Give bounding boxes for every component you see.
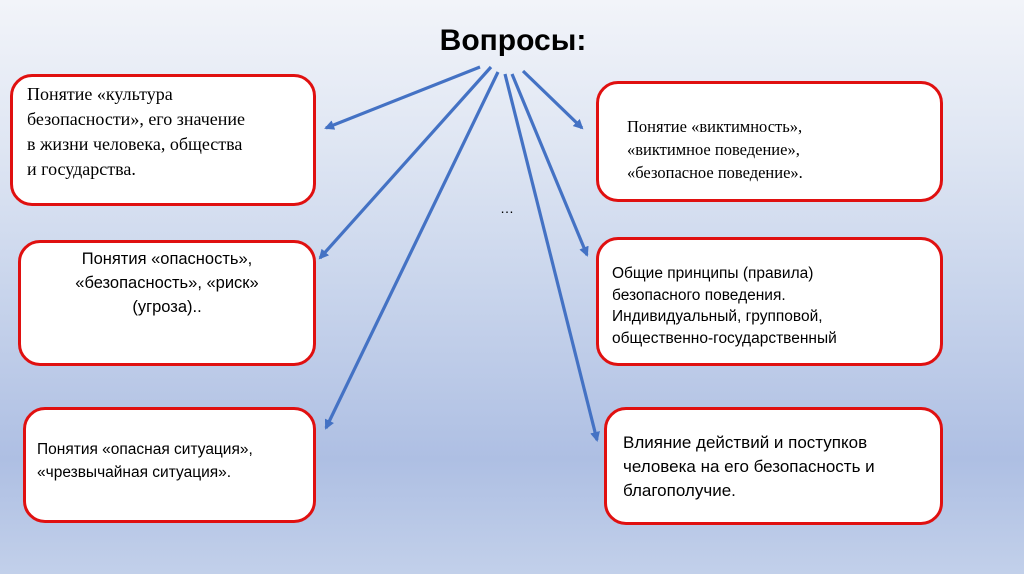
arrow-to-actions-influence [503, 73, 600, 442]
box-victimhood: Понятие «виктимность», «виктимное поведе… [596, 81, 943, 202]
box-text: Понятие «виктимность», «виктимное поведе… [627, 117, 803, 182]
arrow-to-victimhood [521, 69, 584, 130]
box-text: Понятия «опасная ситуация», «чрезвычайна… [37, 441, 253, 481]
arrow-to-culture-of-safety [324, 65, 481, 130]
box-danger-safety-risk: Понятия «опасность», «безопасность», «ри… [18, 240, 316, 366]
box-text: Понятия «опасность», «безопасность», «ри… [75, 250, 259, 316]
box-culture-of-safety: Понятие «культура безопасности», его зна… [10, 74, 316, 206]
arrow-to-danger-safety-risk [318, 65, 493, 260]
box-text: Общие принципы (правила) безопасного пов… [612, 265, 837, 347]
box-actions-influence: Влияние действий и поступков человека на… [604, 407, 943, 525]
diagram-title: Вопросы: [0, 24, 1024, 58]
box-safe-behavior-principles: Общие принципы (правила) безопасного пов… [596, 237, 943, 366]
ellipsis-marker: … [500, 200, 514, 216]
box-dangerous-emergency-situation: Понятия «опасная ситуация», «чрезвычайна… [23, 407, 316, 523]
box-text: Влияние действий и поступков человека на… [623, 433, 875, 500]
box-text: Понятие «культура безопасности», его зна… [27, 84, 246, 179]
arrow-to-safe-behavior-principles [510, 73, 589, 257]
arrow-to-dangerous-emergency-situation [324, 71, 500, 430]
title-text: Вопросы: [439, 24, 587, 57]
